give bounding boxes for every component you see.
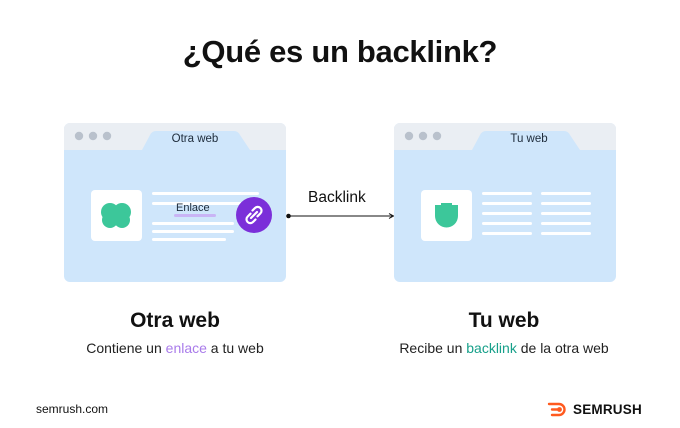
right-heading: Tu web [468,309,540,332]
right-thumbnail [421,190,472,241]
link-badge[interactable] [236,197,272,233]
cloud-blob-icon [101,203,131,228]
right-browser-window: Tu web [394,123,616,282]
semrush-flame-icon [547,402,566,417]
text-line [152,238,226,241]
shield-icon [435,203,458,228]
text-line [541,212,591,215]
text-line [152,192,259,195]
text-line [152,230,234,233]
left-description: Contiene un enlace a tu web [25,340,325,356]
right-desc-before: Recibe un [399,340,467,356]
left-tab-label: Otra web [171,133,219,145]
brand-name: SEMRUSH [573,401,642,417]
text-line [152,222,234,225]
text-line [541,222,591,225]
page-title: ¿Qué es un backlink? [182,34,498,69]
text-line [152,202,259,205]
brand-logo: SEMRUSH [547,399,642,419]
text-line [482,202,532,205]
link-highlight [174,214,216,217]
right-description: Recibe un backlink de la otra web [354,340,654,356]
text-line [541,192,591,195]
backlink-label: Backlink [308,189,366,206]
right-tab-label: Tu web [510,133,548,145]
text-line [482,232,532,235]
text-line [541,202,591,205]
left-thumbnail [91,190,142,241]
text-line [541,232,591,235]
link-chain-icon [245,205,263,225]
left-desc-highlight: enlace [165,340,207,356]
text-line [482,212,532,215]
text-line [482,222,532,225]
footer-url: semrush.com [36,402,109,416]
left-heading: Otra web [130,309,220,332]
link-label: Enlace [176,202,210,214]
left-desc-before: Contiene un [86,340,166,356]
backlink-arrow [286,213,395,219]
text-line [482,192,532,195]
left-browser-window: Otra web [64,123,286,282]
right-desc-highlight: backlink [466,340,517,356]
right-desc-after: de la otra web [516,340,609,356]
left-desc-after: a tu web [206,340,264,356]
